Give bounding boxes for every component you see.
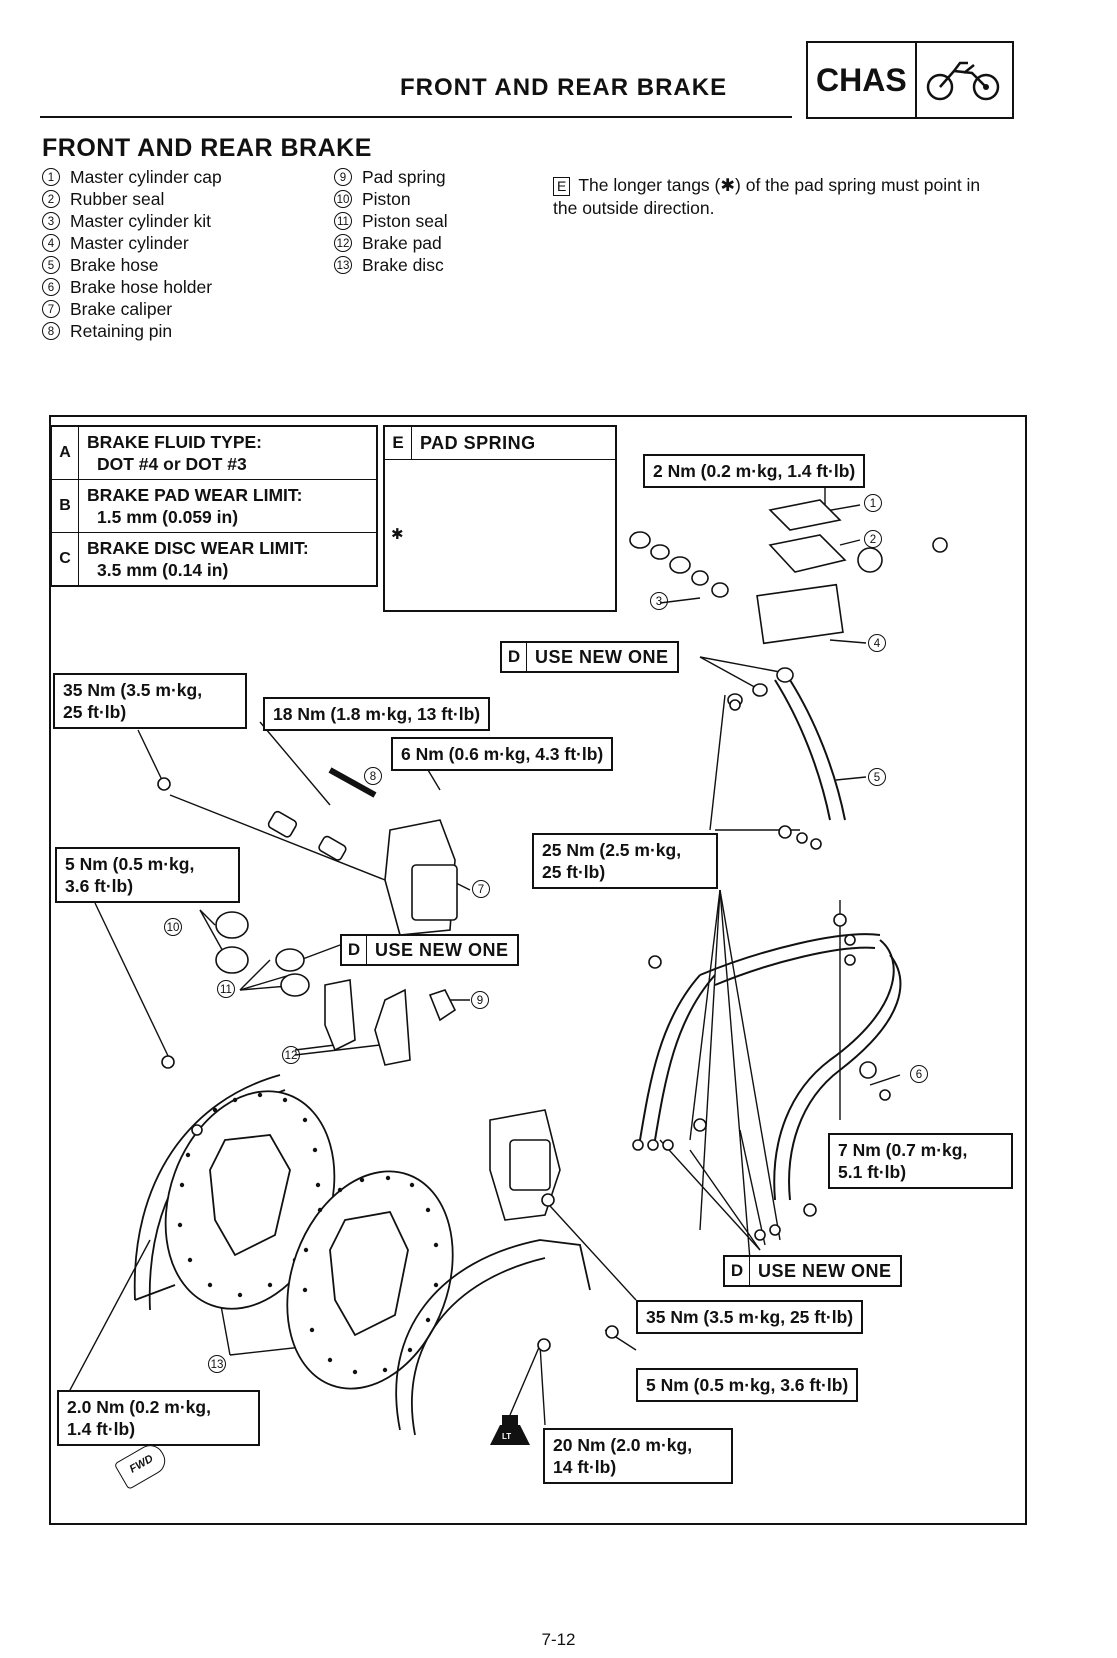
callout-12: 12 [282, 1046, 300, 1064]
torque-master-cap: 2 Nm (0.2 m·kg, 1.4 ft·lb) [643, 454, 866, 488]
brake-spec-table: A BRAKE FLUID TYPE:DOT #4 or DOT #3 B BR… [50, 425, 378, 587]
torque-bleed-screw: 6 Nm (0.6 m·kg, 4.3 ft·lb) [391, 737, 614, 771]
callout-13: 13 [208, 1355, 226, 1373]
callout-5: 5 [868, 768, 886, 786]
torque-disc-guard: 5 Nm (0.5 m·kg,3.6 ft·lb) [55, 847, 240, 903]
callout-2: 2 [864, 530, 882, 548]
callout-1: 1 [864, 494, 882, 512]
motorcycle-icon [917, 43, 1012, 117]
callout-3: 3 [650, 592, 668, 610]
spec-row-c: C BRAKE DISC WEAR LIMIT:3.5 mm (0.14 in) [52, 533, 376, 585]
exploded-diagram-frame [49, 415, 1027, 1525]
callout-9: 9 [471, 991, 489, 1009]
torque-rear-caliper: 35 Nm (3.5 m·kg, 25 ft·lb) [636, 1300, 864, 1334]
section-title: FRONT AND REAR BRAKE [42, 134, 372, 162]
spec-row-a: A BRAKE FLUID TYPE:DOT #4 or DOT #3 [52, 427, 376, 480]
torque-caliper-bolt: 35 Nm (3.5 m·kg,25 ft·lb) [53, 673, 247, 729]
torque-disc-screw: 2.0 Nm (0.2 m·kg,1.4 ft·lb) [57, 1390, 260, 1446]
section-code: CHAS [808, 43, 917, 117]
callout-4: 4 [868, 634, 886, 652]
page-number: 7-12 [541, 1630, 576, 1649]
header-rule [40, 116, 792, 118]
torque-union-bolt: 25 Nm (2.5 m·kg,25 ft·lb) [532, 833, 718, 889]
torque-retaining-pin: 18 Nm (1.8 m·kg, 13 ft·lb) [263, 697, 491, 731]
spec-row-b: B BRAKE PAD WEAR LIMIT:1.5 mm (0.059 in) [52, 480, 376, 533]
torque-hose-holder: 7 Nm (0.7 m·kg,5.1 ft·lb) [828, 1133, 1013, 1189]
note-text: The longer tangs (✱) of the pad spring m… [553, 175, 981, 218]
section-badge: CHAS [806, 41, 1014, 119]
pad-spring-box: E PAD SPRING ✱ [383, 425, 617, 612]
locktite-icon: LT [502, 1432, 512, 1441]
callout-7: 7 [472, 880, 490, 898]
note-key: E [553, 177, 571, 196]
torque-rear-guard: 5 Nm (0.5 m·kg, 3.6 ft·lb) [636, 1368, 859, 1402]
torque-rear-disc-bolt: 20 Nm (2.0 m·kg,14 ft·lb) [543, 1428, 733, 1484]
page-header-title: FRONT AND REAR BRAKE [400, 74, 728, 101]
tang-mark: ✱ [391, 526, 404, 543]
callout-11: 11 [217, 980, 235, 998]
callout-6: 6 [910, 1065, 928, 1083]
callout-8: 8 [364, 767, 382, 785]
callout-10: 10 [164, 918, 182, 936]
